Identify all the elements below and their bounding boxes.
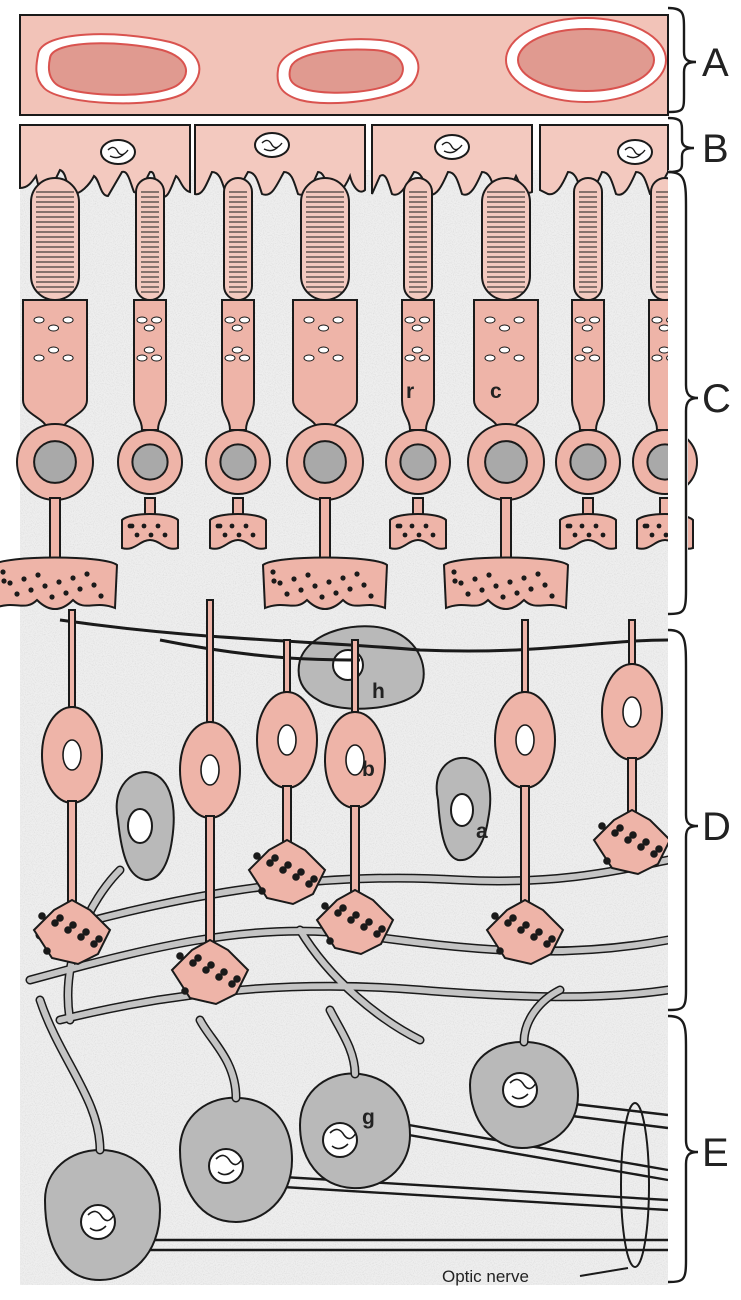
horizontal-cell-label: h xyxy=(372,680,385,703)
layer-label-B: B xyxy=(702,127,729,171)
bipolar-cell-label: b xyxy=(362,758,375,781)
choroid-layer xyxy=(20,15,668,115)
layer-label-D: D xyxy=(702,805,731,849)
layer-label-A: A xyxy=(702,41,729,85)
optic-nerve-label: Optic nerve xyxy=(442,1267,529,1286)
brace-A xyxy=(668,8,696,112)
ganglion-cell-label: g xyxy=(362,1106,375,1129)
cone-label: c xyxy=(490,380,502,403)
amacrine-cell-label: a xyxy=(476,820,488,843)
layer-label-E: E xyxy=(702,1131,729,1175)
layer-label-C: C xyxy=(702,377,731,421)
rod-label: r xyxy=(406,380,414,403)
brace-B xyxy=(668,118,694,172)
